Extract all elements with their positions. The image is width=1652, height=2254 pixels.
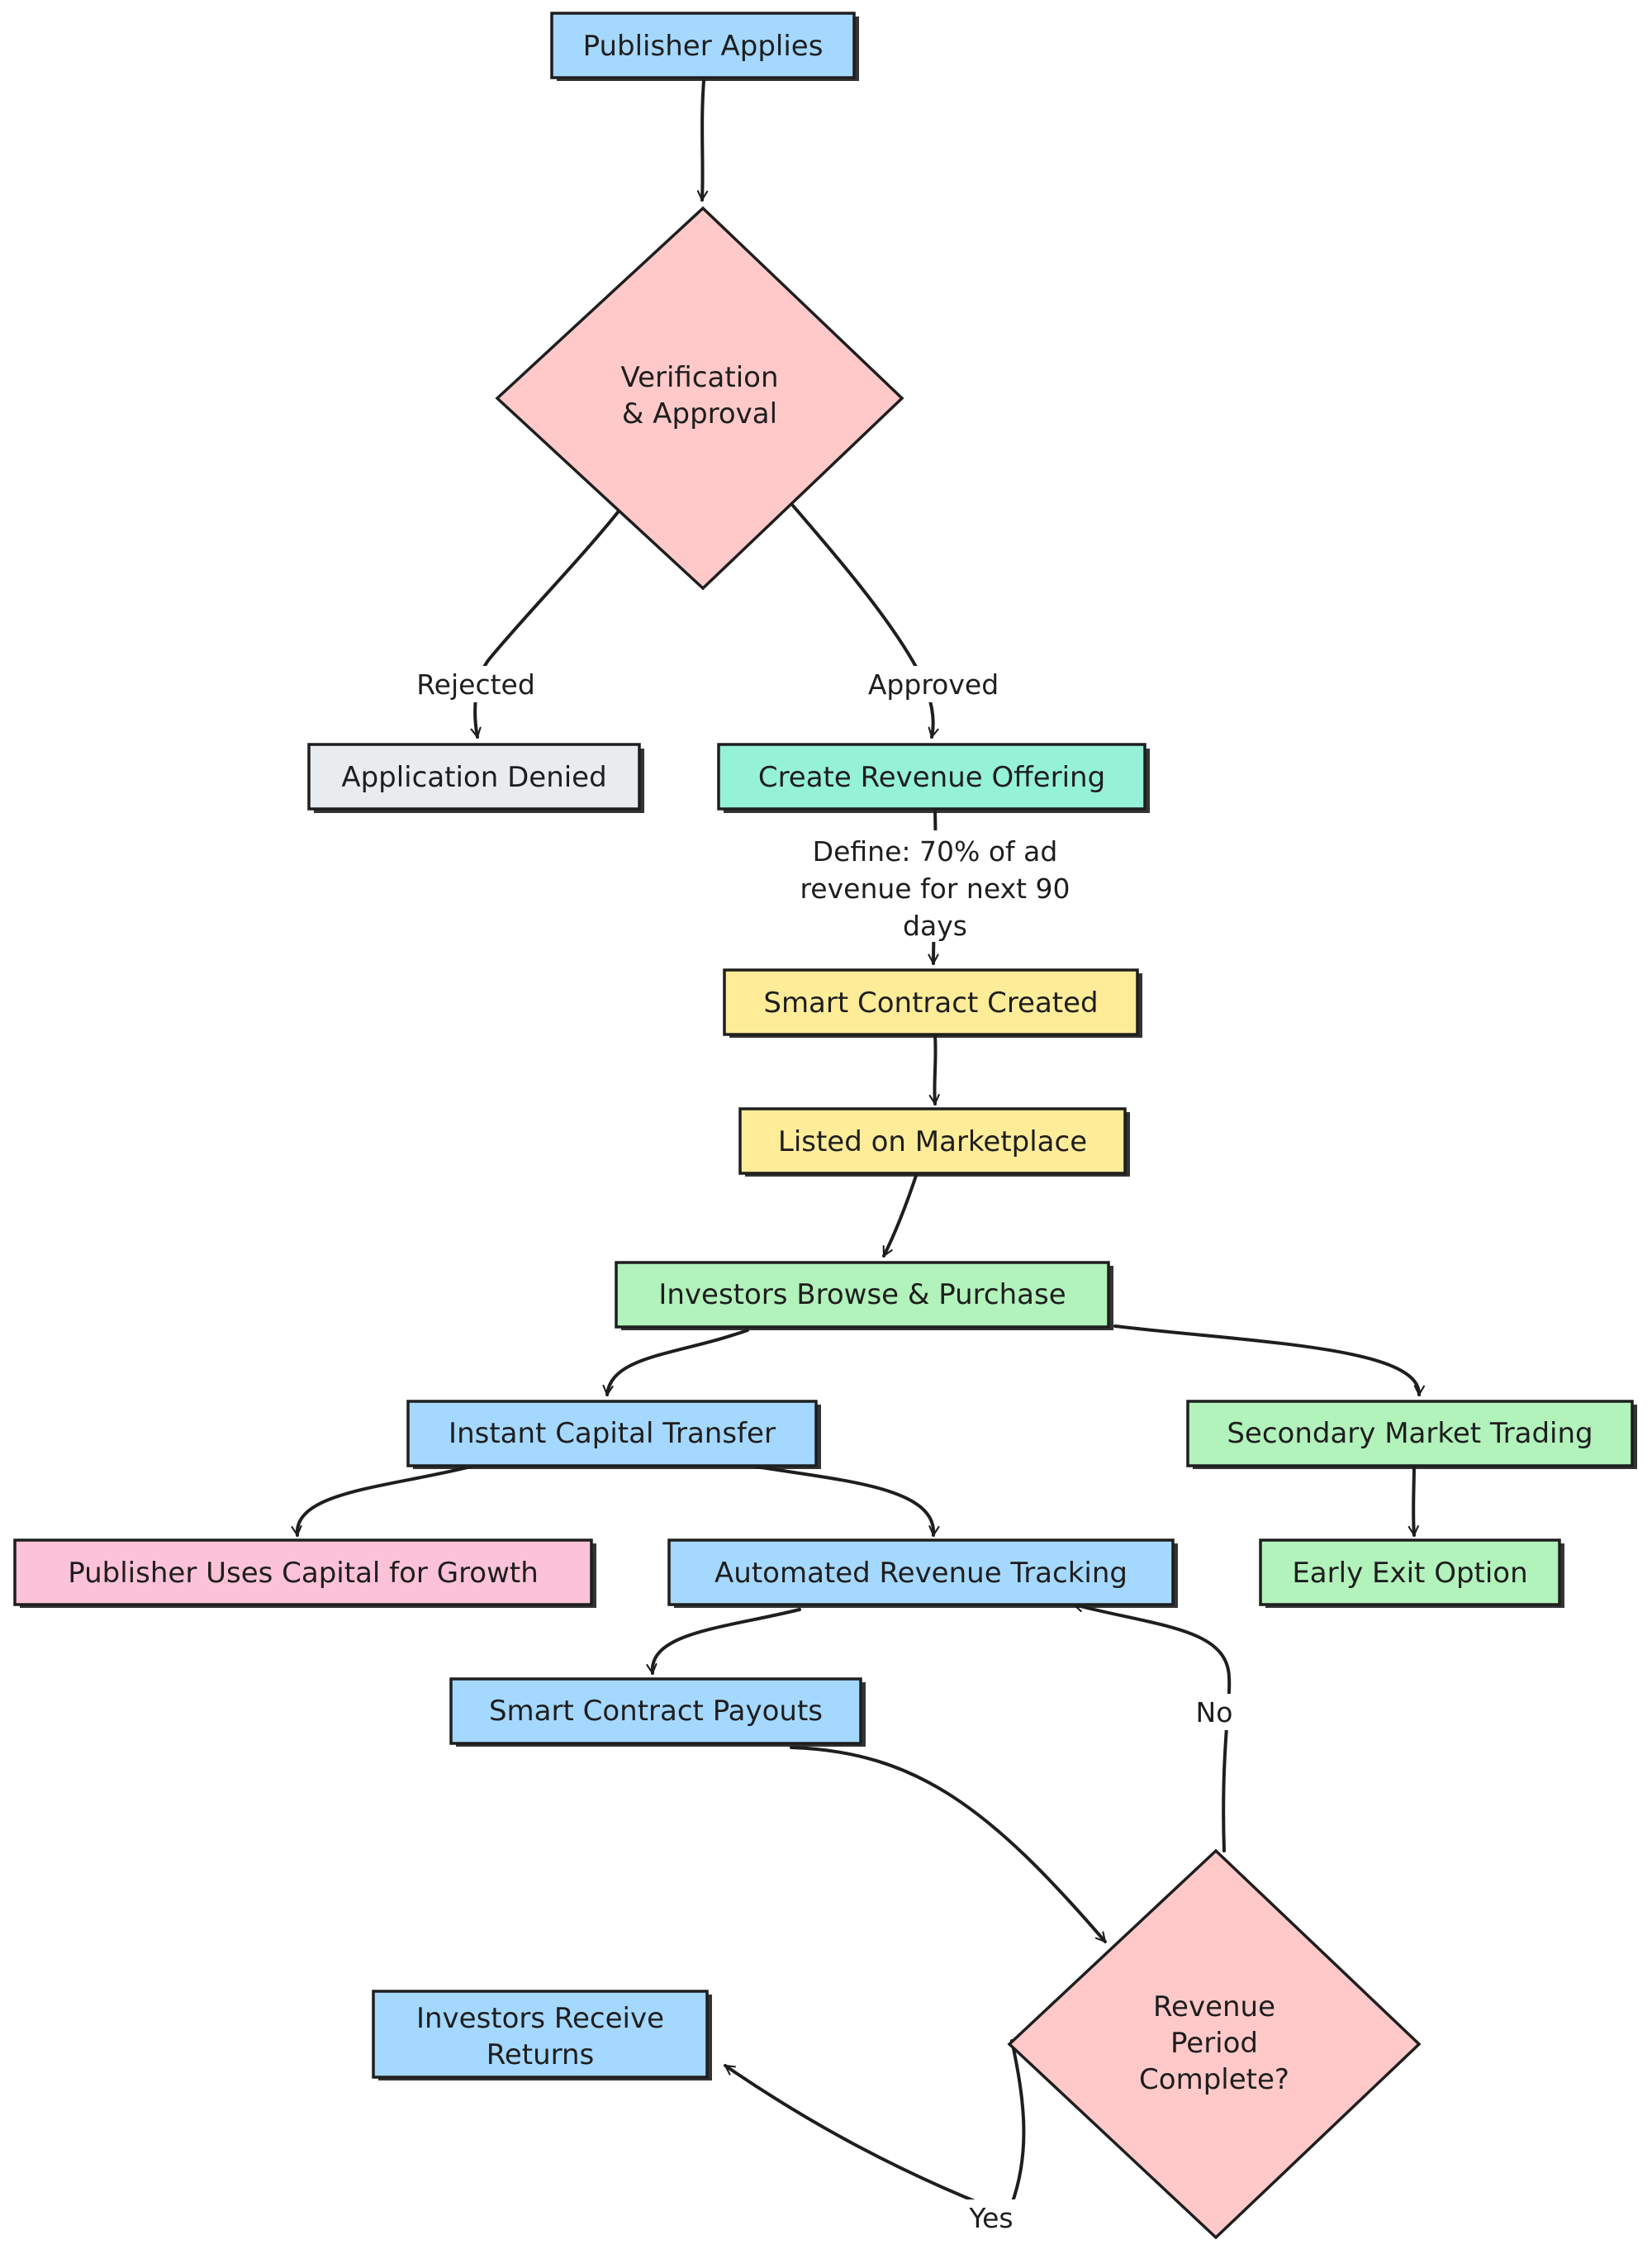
- node-secondary-market-trading-box: [1186, 1400, 1634, 1467]
- node-application-denied-box: [307, 743, 641, 811]
- node-revenue-period-label-line-2: Period: [1170, 2027, 1258, 2060]
- edge-contract-to-listed: [928, 1033, 940, 1106]
- node-listed-on-marketplace: Listed on Marketplace: [738, 1107, 1130, 1177]
- edge-label-yes: Yes: [968, 2202, 1013, 2234]
- node-revenue-period-diamond: [1007, 1848, 1422, 2240]
- node-instant-capital-transfer: Instant Capital Transfer: [406, 1400, 821, 1469]
- node-investors-browse-purchase-box: [615, 1261, 1110, 1329]
- node-smart-contract-created-box: [723, 968, 1139, 1036]
- edge-yes: [724, 2039, 1026, 2216]
- node-smart-contract-payouts-label: Smart Contract Payouts: [489, 1695, 823, 1728]
- node-early-exit-option: Early Exit Option: [1259, 1538, 1564, 1608]
- node-publisher-uses-capital-box: [13, 1538, 593, 1606]
- node-instant-capital-transfer-label: Instant Capital Transfer: [449, 1417, 776, 1450]
- node-investors-receive-returns-label-line-2: Returns: [487, 2038, 595, 2071]
- node-create-revenue-offering-box: [717, 743, 1146, 811]
- edge-labels: Rejected Approved Define: 70% of ad reve…: [406, 666, 1239, 2236]
- node-create-revenue-offering-label: Create Revenue Offering: [758, 761, 1105, 794]
- edge-label-define-line-2: revenue for next 90: [800, 873, 1070, 905]
- edge-rejected: [470, 506, 623, 739]
- edge-label-define-line-1: Define: 70% of ad: [813, 835, 1058, 868]
- edge-payouts-to-revenue-period: [790, 1746, 1107, 1943]
- node-automated-revenue-tracking-label: Automated Revenue Tracking: [714, 1557, 1127, 1590]
- node-secondary-market-trading: Secondary Market Trading: [1186, 1400, 1637, 1469]
- node-investors-receive-returns: Investors Receive Returns: [372, 1990, 712, 2080]
- node-publisher-uses-capital: Publisher Uses Capital for Growth: [13, 1538, 596, 1608]
- edge-no: [1072, 1601, 1232, 1852]
- edge-capital-to-tracking: [754, 1465, 940, 1537]
- node-verification-label-line-2: & Approval: [622, 397, 777, 430]
- edge-label-rejected: Rejected: [416, 668, 535, 701]
- edge-approved: [791, 504, 939, 739]
- node-investors-browse-purchase-label: Investors Browse & Purchase: [658, 1278, 1066, 1311]
- node-smart-contract-payouts: Smart Contract Payouts: [449, 1677, 866, 1747]
- edge-listed-to-browse: [882, 1172, 919, 1258]
- node-early-exit-option-box: [1259, 1538, 1561, 1606]
- node-listed-on-marketplace-box: [738, 1107, 1127, 1175]
- node-early-exit-option-label: Early Exit Option: [1292, 1557, 1527, 1590]
- node-revenue-period-label-line-1: Revenue: [1153, 1990, 1275, 2023]
- node-investors-receive-returns-label-line-1: Investors Receive: [416, 2002, 664, 2035]
- node-application-denied: Application Denied: [307, 743, 644, 813]
- node-verification-approval: Verification & Approval: [495, 206, 904, 591]
- node-publisher-applies: Publisher Applies: [550, 12, 859, 81]
- node-revenue-period-label-line-3: Complete?: [1139, 2063, 1289, 2096]
- node-automated-revenue-tracking: Automated Revenue Tracking: [667, 1538, 1178, 1608]
- node-investors-browse-purchase: Investors Browse & Purchase: [615, 1261, 1113, 1330]
- node-application-denied-label: Application Denied: [341, 761, 606, 794]
- node-create-revenue-offering: Create Revenue Offering: [717, 743, 1150, 813]
- node-publisher-applies-label: Publisher Applies: [583, 30, 824, 63]
- node-verification-label-line-1: Verification: [620, 361, 778, 394]
- node-verification-diamond: [495, 206, 904, 591]
- edge-apply-to-verification: [696, 79, 709, 202]
- edge-label-define-line-3: days: [903, 910, 967, 942]
- node-revenue-period-complete: Revenue Period Complete?: [1007, 1848, 1422, 2240]
- node-automated-revenue-tracking-box: [667, 1538, 1175, 1606]
- node-listed-on-marketplace-label: Listed on Marketplace: [778, 1125, 1087, 1158]
- edge-tracking-to-payouts: [646, 1608, 801, 1675]
- node-secondary-market-trading-label: Secondary Market Trading: [1227, 1417, 1593, 1450]
- node-smart-contract-created: Smart Contract Created: [723, 968, 1142, 1038]
- node-publisher-applies-box: [550, 12, 856, 79]
- edge-browse-to-secondary: [1113, 1324, 1425, 1396]
- edge-capital-to-publisher-uses: [291, 1465, 472, 1537]
- edge-secondary-to-early-exit: [1408, 1462, 1419, 1537]
- edges: [291, 79, 1425, 2216]
- node-smart-contract-created-label: Smart Contract Created: [763, 987, 1098, 1020]
- edge-browse-to-capital: [602, 1329, 749, 1396]
- node-smart-contract-payouts-box: [449, 1677, 862, 1745]
- node-instant-capital-transfer-box: [406, 1400, 818, 1467]
- edge-label-no: No: [1196, 1696, 1233, 1729]
- node-investors-receive-returns-box: [372, 1990, 709, 2079]
- node-publisher-uses-capital-label: Publisher Uses Capital for Growth: [68, 1557, 539, 1590]
- edge-label-approved: Approved: [868, 668, 999, 701]
